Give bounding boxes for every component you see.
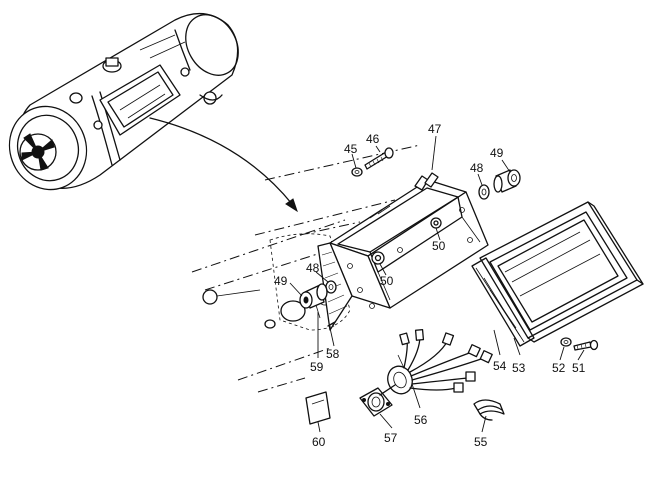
axis-lines: [191, 144, 421, 393]
washer-45: [351, 167, 363, 177]
mounting-plate: [202, 233, 351, 331]
callout-48-lower: 48: [306, 261, 320, 275]
leader-lines: [289, 135, 585, 433]
callout-59: 59: [310, 360, 324, 374]
callout-45: 45: [344, 142, 358, 156]
callout-48-upper: 48: [470, 161, 484, 175]
plug-49-upper: [493, 169, 521, 193]
callout-51: 51: [572, 361, 586, 375]
grommet-48-upper: [478, 184, 490, 200]
callout-60: 60: [312, 435, 326, 449]
callout-58: 58: [326, 347, 340, 361]
callout-53: 53: [512, 361, 526, 375]
screw-51: [573, 339, 599, 351]
callout-50-upper: 50: [432, 239, 446, 253]
detail-arrow: [149, 117, 298, 213]
screw-46: [364, 147, 394, 170]
callout-49-lower: 49: [274, 274, 288, 288]
control-housing: [317, 172, 489, 331]
callouts: 45 46 47 48 49 50 50 48 49 58 59 54 53 5…: [274, 122, 586, 449]
callout-46: 46: [366, 132, 380, 146]
callout-57: 57: [384, 431, 398, 445]
washer-52: [560, 337, 572, 347]
callout-56: 56: [414, 413, 428, 427]
callout-47: 47: [428, 122, 442, 136]
callout-49-upper: 49: [490, 146, 504, 160]
bulkhead-connector: [359, 384, 396, 417]
label-tag: [305, 391, 331, 425]
fan-icon: [19, 133, 57, 171]
callout-52: 52: [552, 361, 566, 375]
callout-50-lower: 50: [380, 274, 394, 288]
wiring-harness: [387, 329, 493, 395]
screw-58: [327, 321, 336, 329]
display-window: [471, 201, 644, 347]
callout-55: 55: [474, 435, 488, 449]
cable-clip: [473, 399, 505, 421]
plug-49-lower: [299, 283, 328, 319]
callout-54: 54: [493, 359, 507, 373]
heater-overview: [8, 13, 239, 191]
grommet-48-lower: [325, 280, 337, 294]
